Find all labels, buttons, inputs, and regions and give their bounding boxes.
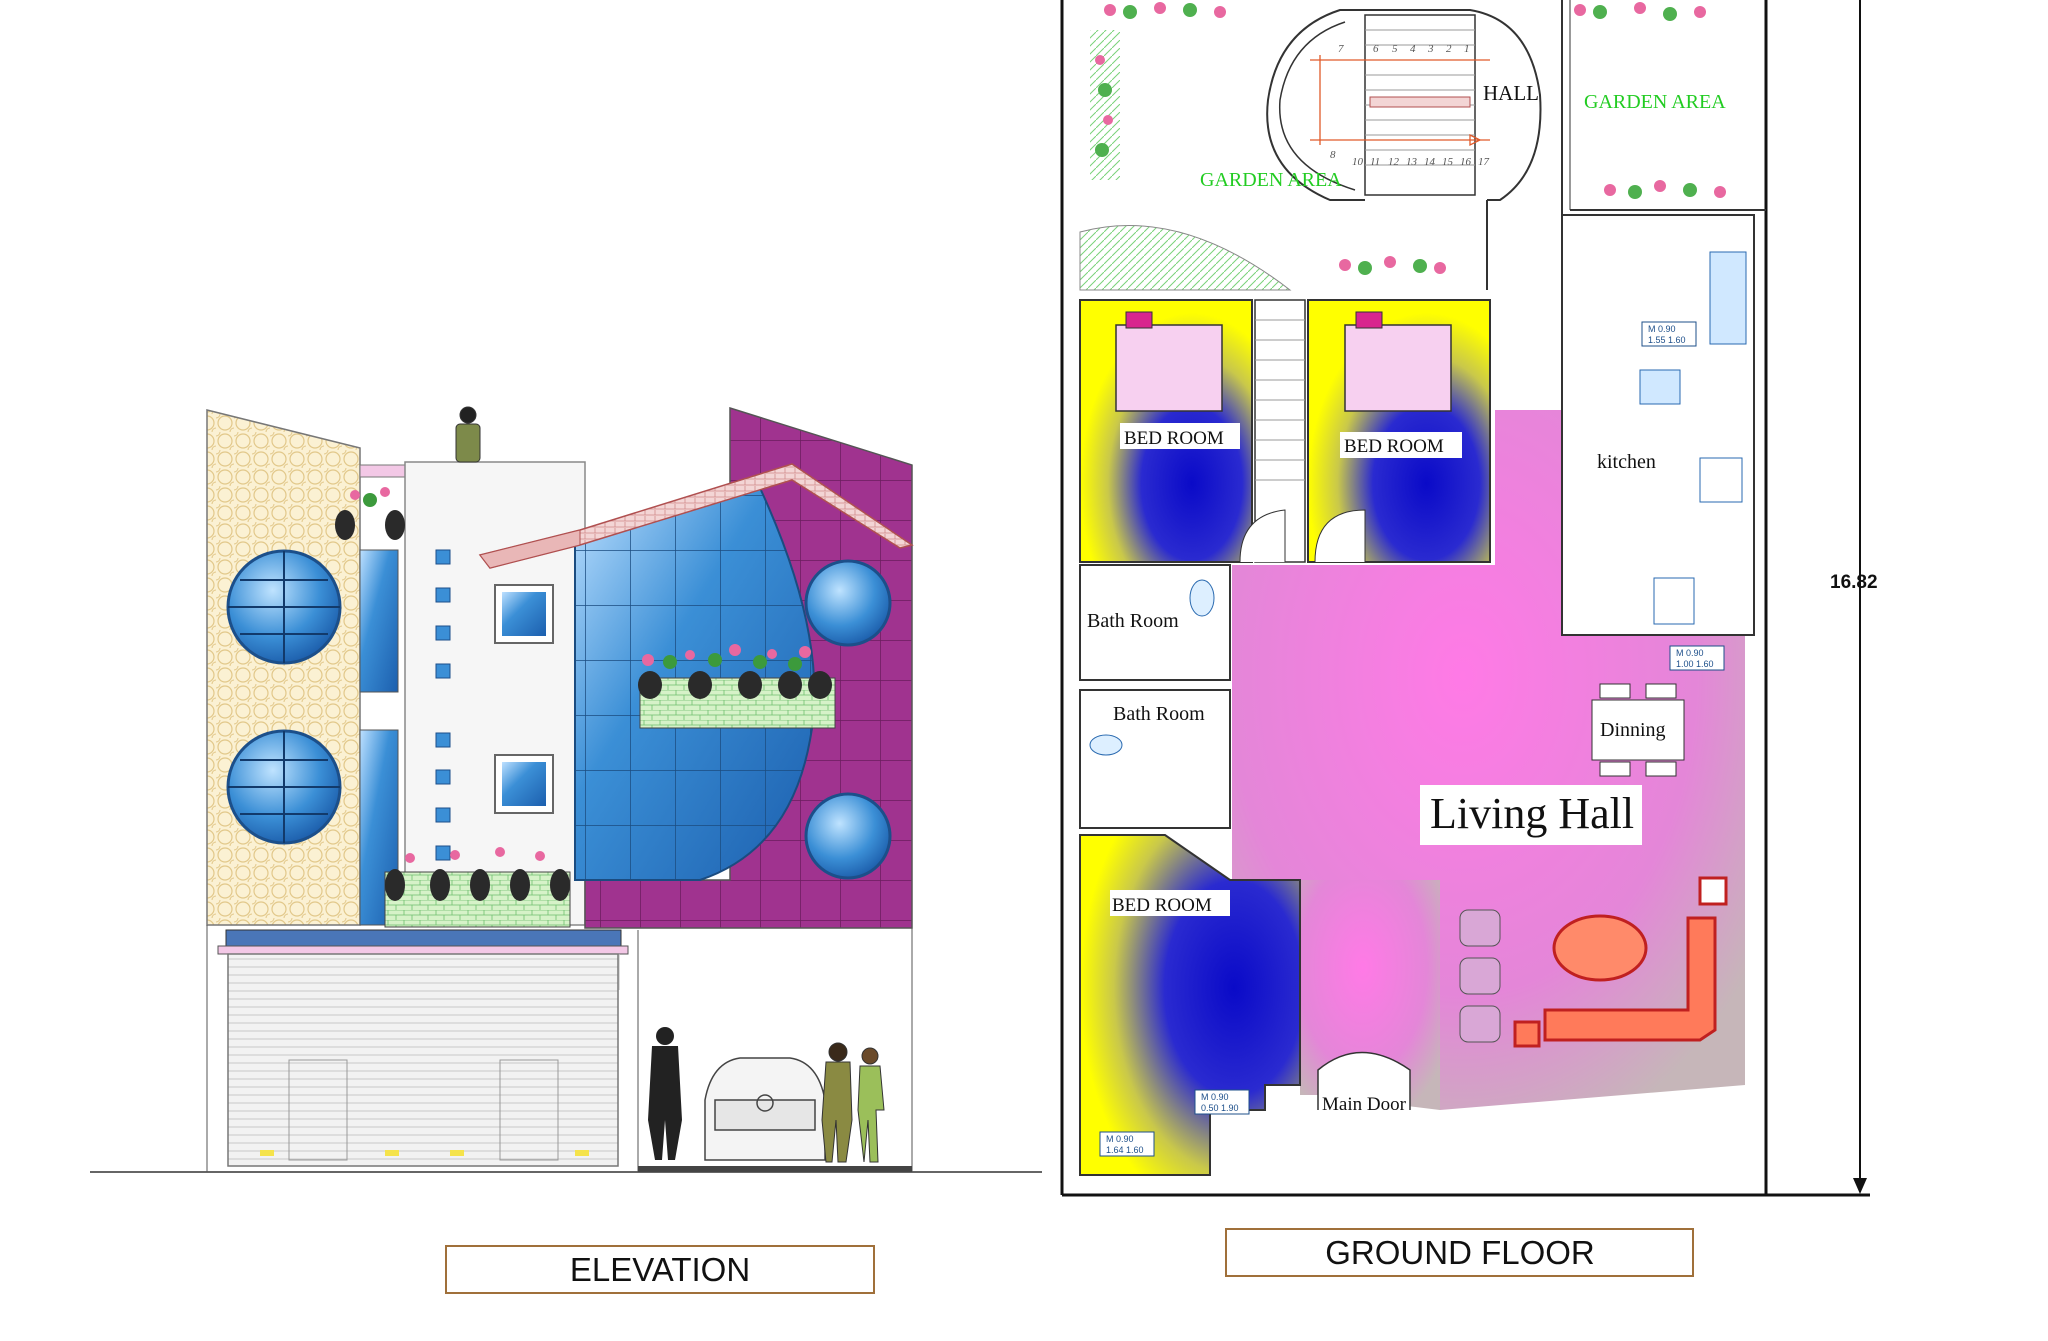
dimension-label: 16.82 [1830, 572, 1878, 593]
svg-text:6: 6 [1373, 43, 1379, 55]
garden-area-label: GARDEN AREA [1200, 169, 1342, 191]
person-figure [821, 1042, 853, 1163]
svg-text:M 0.90: M 0.90 [1648, 324, 1676, 334]
svg-text:10: 10 [1352, 156, 1364, 168]
svg-text:1.64 1.60: 1.64 1.60 [1106, 1145, 1144, 1155]
living-hall-label: Living Hall [1430, 789, 1634, 838]
svg-text:1.00 1.60: 1.00 1.60 [1676, 659, 1714, 669]
bed-room-label: BED ROOM [1112, 895, 1212, 916]
sofa-set [1513, 876, 1728, 1048]
svg-text:11: 11 [1370, 156, 1380, 168]
person-figure [648, 1027, 682, 1160]
svg-text:12: 12 [1388, 156, 1400, 168]
svg-text:7: 7 [1338, 43, 1344, 55]
kitchen-label: kitchen [1597, 451, 1656, 473]
dinning-label: Dinning [1600, 719, 1666, 741]
car-figure [704, 1057, 826, 1161]
svg-text:2: 2 [1446, 43, 1452, 55]
svg-text:8: 8 [1330, 149, 1336, 161]
svg-text:5: 5 [1392, 43, 1398, 55]
hall-label: HALL [1483, 81, 1539, 105]
svg-text:4: 4 [1410, 43, 1416, 55]
svg-text:15: 15 [1442, 156, 1454, 168]
stair-numbers: 7 6 5 4 3 2 1 8 10 11 12 13 14 15 16 17 [1330, 43, 1490, 168]
porthole-window [804, 559, 892, 647]
ground-floor-title-box: GROUND FLOOR [1225, 1228, 1694, 1277]
elevation-title: ELEVATION [570, 1251, 750, 1288]
svg-text:1: 1 [1464, 43, 1470, 55]
person-figure [857, 1047, 885, 1163]
svg-text:M 0.90: M 0.90 [1106, 1134, 1134, 1144]
ground-floor-title: GROUND FLOOR [1325, 1234, 1595, 1271]
person-figure [455, 406, 481, 463]
svg-text:17: 17 [1478, 156, 1490, 168]
bath-room-label: Bath Room [1087, 610, 1179, 632]
window-tag: M 0.90 1.55 1.60 [1641, 321, 1697, 347]
bed-room-3 [1079, 834, 1301, 1176]
bath-room-label: Bath Room [1113, 703, 1205, 725]
svg-text:3: 3 [1427, 43, 1434, 55]
svg-text:16: 16 [1460, 156, 1472, 168]
ground-floor-plan: 7 6 5 4 3 2 1 8 10 11 12 13 14 15 16 17 [1060, 0, 1870, 1197]
svg-text:M 0.90: M 0.90 [1676, 648, 1704, 658]
svg-text:1.55 1.60: 1.55 1.60 [1648, 335, 1686, 345]
main-door-label: Main Door [1322, 1094, 1407, 1115]
svg-text:M 0.90: M 0.90 [1201, 1092, 1229, 1102]
porthole-window [804, 792, 892, 880]
svg-text:0.50 1.90: 0.50 1.90 [1201, 1103, 1239, 1113]
elevation-title-box: ELEVATION [445, 1245, 875, 1294]
garden-area [1090, 30, 1120, 180]
svg-text:13: 13 [1406, 156, 1418, 168]
window-tag: M 0.90 1.00 1.60 [1669, 645, 1725, 671]
svg-text:14: 14 [1424, 156, 1436, 168]
bed-room-label: BED ROOM [1344, 436, 1444, 457]
bed-room-label: BED ROOM [1124, 428, 1224, 449]
window-tag: M 0.90 0.50 1.90 [1194, 1089, 1250, 1115]
window-tag: M 0.90 1.64 1.60 [1099, 1131, 1155, 1157]
garden-area-label: GARDEN AREA [1584, 91, 1726, 113]
elevation-drawing [90, 406, 1042, 1173]
